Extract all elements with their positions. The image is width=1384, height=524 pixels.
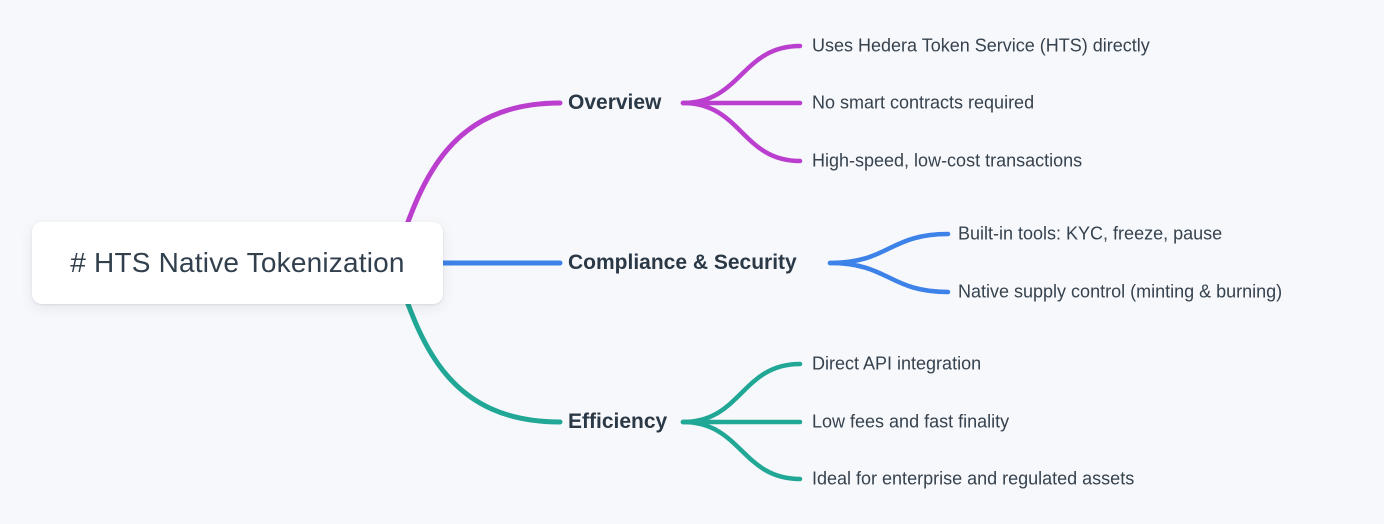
leaf-compliance-0[interactable]: Built-in tools: KYC, freeze, pause — [958, 223, 1223, 244]
link-compliance-leaf-0 — [827, 231, 951, 266]
root-node-label: # HTS Native Tokenization — [70, 247, 405, 278]
branch-compliance-security[interactable]: Compliance & Security — [568, 251, 797, 274]
link-overview-leaf-0 — [680, 43, 803, 106]
leaf-overview-0[interactable]: Uses Hedera Token Service (HTS) directly — [812, 35, 1150, 56]
link-efficiency-leaf-2 — [680, 419, 803, 482]
leaf-efficiency-0[interactable]: Direct API integration — [812, 353, 982, 374]
leaf-efficiency-1[interactable]: Low fees and fast finality — [812, 411, 1010, 432]
link-overview-leaf-2 — [680, 100, 803, 164]
leaf-compliance-1[interactable]: Native supply control (minting & burning… — [958, 281, 1283, 302]
root-node[interactable]: # HTS Native Tokenization — [32, 222, 443, 304]
branch-overview[interactable]: Overview — [568, 91, 662, 114]
leaf-overview-2[interactable]: High-speed, low-cost transactions — [812, 150, 1083, 171]
branch-efficiency[interactable]: Efficiency — [568, 410, 668, 433]
leaf-overview-1[interactable]: No smart contracts required — [812, 92, 1035, 113]
leaf-efficiency-2[interactable]: Ideal for enterprise and regulated asset… — [812, 468, 1135, 489]
link-compliance-leaf-1 — [827, 260, 951, 295]
link-efficiency-leaf-0 — [680, 361, 803, 425]
